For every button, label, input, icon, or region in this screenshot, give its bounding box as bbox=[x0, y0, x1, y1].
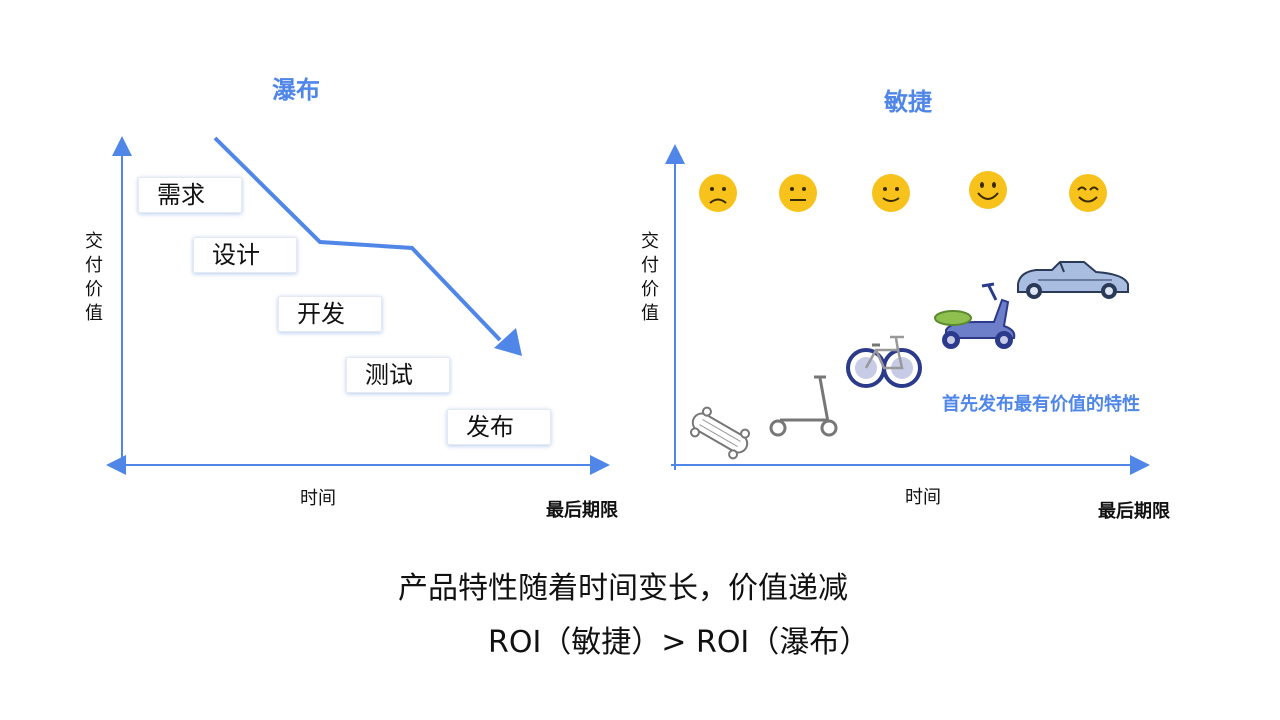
skateboard-icon bbox=[689, 406, 751, 460]
smiling-face-icon bbox=[969, 171, 1007, 209]
waterfall-value-arrowhead bbox=[494, 328, 522, 356]
waterfall-title: 瀑布 bbox=[272, 76, 320, 104]
waterfall-y-axis-label: 交付价值 bbox=[85, 231, 103, 324]
convertible-car-icon bbox=[1017, 261, 1129, 299]
motor-scooter-icon bbox=[934, 282, 1016, 349]
stage-release: 发布 bbox=[447, 409, 551, 445]
kick-scooter-icon bbox=[769, 375, 838, 437]
caption-line-1: 产品特性随着时间变长，价值递减 bbox=[398, 571, 848, 606]
agile-x-axis-label: 时间 bbox=[905, 487, 941, 508]
slight-smile-face-icon bbox=[872, 174, 910, 212]
agile-deadline-label: 最后期限 bbox=[1098, 501, 1170, 522]
stage-requirements: 需求 bbox=[138, 177, 242, 213]
agile-y-axis-label: 交付价值 bbox=[641, 231, 659, 324]
neutral-face-icon bbox=[779, 174, 817, 212]
waterfall-deadline-label: 最后期限 bbox=[546, 500, 618, 521]
caption-line-2: ROI（敏捷）> ROI（瀑布） bbox=[488, 625, 870, 660]
happy-face-icon bbox=[1069, 174, 1107, 212]
agile-title: 敏捷 bbox=[884, 88, 932, 116]
stage-design: 设计 bbox=[193, 237, 297, 273]
bicycle-icon bbox=[846, 335, 922, 388]
stage-testing: 测试 bbox=[346, 357, 450, 393]
frowning-face-icon bbox=[699, 174, 737, 212]
stage-development: 开发 bbox=[278, 296, 382, 332]
waterfall-x-axis-label: 时间 bbox=[300, 488, 336, 509]
waterfall-value-line bbox=[213, 136, 502, 342]
agile-note: 首先发布最有价值的特性 bbox=[942, 394, 1140, 415]
